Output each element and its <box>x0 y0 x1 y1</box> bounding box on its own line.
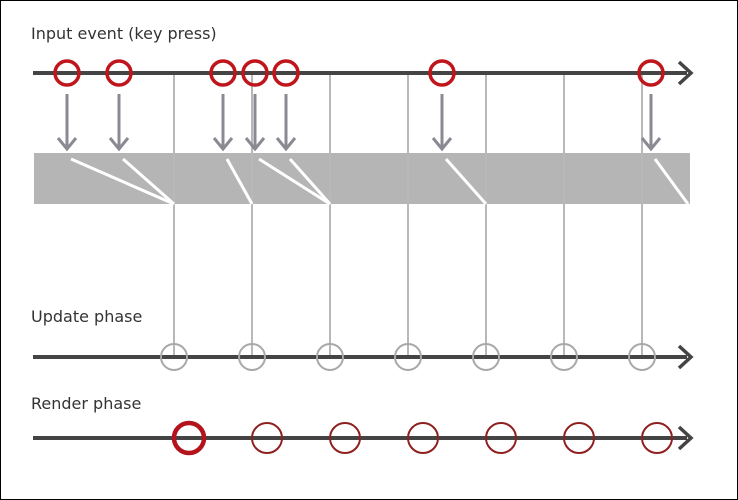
update-phase-marker <box>238 343 266 371</box>
render-phase-label: Render phase <box>31 394 142 413</box>
update-phase-marker <box>160 343 188 371</box>
down-arrow-icon <box>56 137 78 152</box>
render-phase-marker <box>407 422 439 454</box>
render-phase-marker <box>329 422 361 454</box>
down-arrow-icon <box>108 137 130 152</box>
processing-band <box>34 153 690 204</box>
input-event-marker <box>53 59 81 87</box>
down-arrow-icon <box>431 137 453 152</box>
update-phase-label: Update phase <box>31 307 143 326</box>
input-event-marker <box>637 59 665 87</box>
input-event-marker <box>209 59 237 87</box>
down-arrow-icon <box>244 137 266 152</box>
arrowhead-icon <box>677 344 694 370</box>
render-phase-marker <box>251 422 283 454</box>
arrowhead-icon <box>677 425 694 451</box>
input-event-label: Input event (key press) <box>31 24 217 43</box>
render-phase-marker <box>563 422 595 454</box>
input-to-frame-link <box>288 158 332 205</box>
update-phase-marker <box>472 343 500 371</box>
input-to-frame-link <box>70 157 175 206</box>
input-event-marker <box>241 59 269 87</box>
arrowhead-icon <box>677 60 694 86</box>
input-to-frame-link <box>258 157 331 206</box>
down-arrow-icon <box>275 137 297 152</box>
update-phase-marker <box>394 343 422 371</box>
down-arrow-icon <box>640 137 662 152</box>
update-phase-marker <box>550 343 578 371</box>
input-event-marker <box>272 59 300 87</box>
input-event-marker <box>105 59 133 87</box>
render-phase-marker-highlighted <box>171 420 207 456</box>
input-to-frame-link <box>225 158 254 205</box>
down-arrow-icon <box>212 137 234 152</box>
input-to-frame-link <box>122 157 175 206</box>
render-phase-marker <box>641 422 673 454</box>
update-phase-marker <box>316 343 344 371</box>
update-phase-marker <box>628 343 656 371</box>
input-event-marker <box>428 59 456 87</box>
input-to-frame-link <box>653 158 690 205</box>
render-phase-marker <box>485 422 517 454</box>
input-to-frame-link <box>444 158 488 205</box>
